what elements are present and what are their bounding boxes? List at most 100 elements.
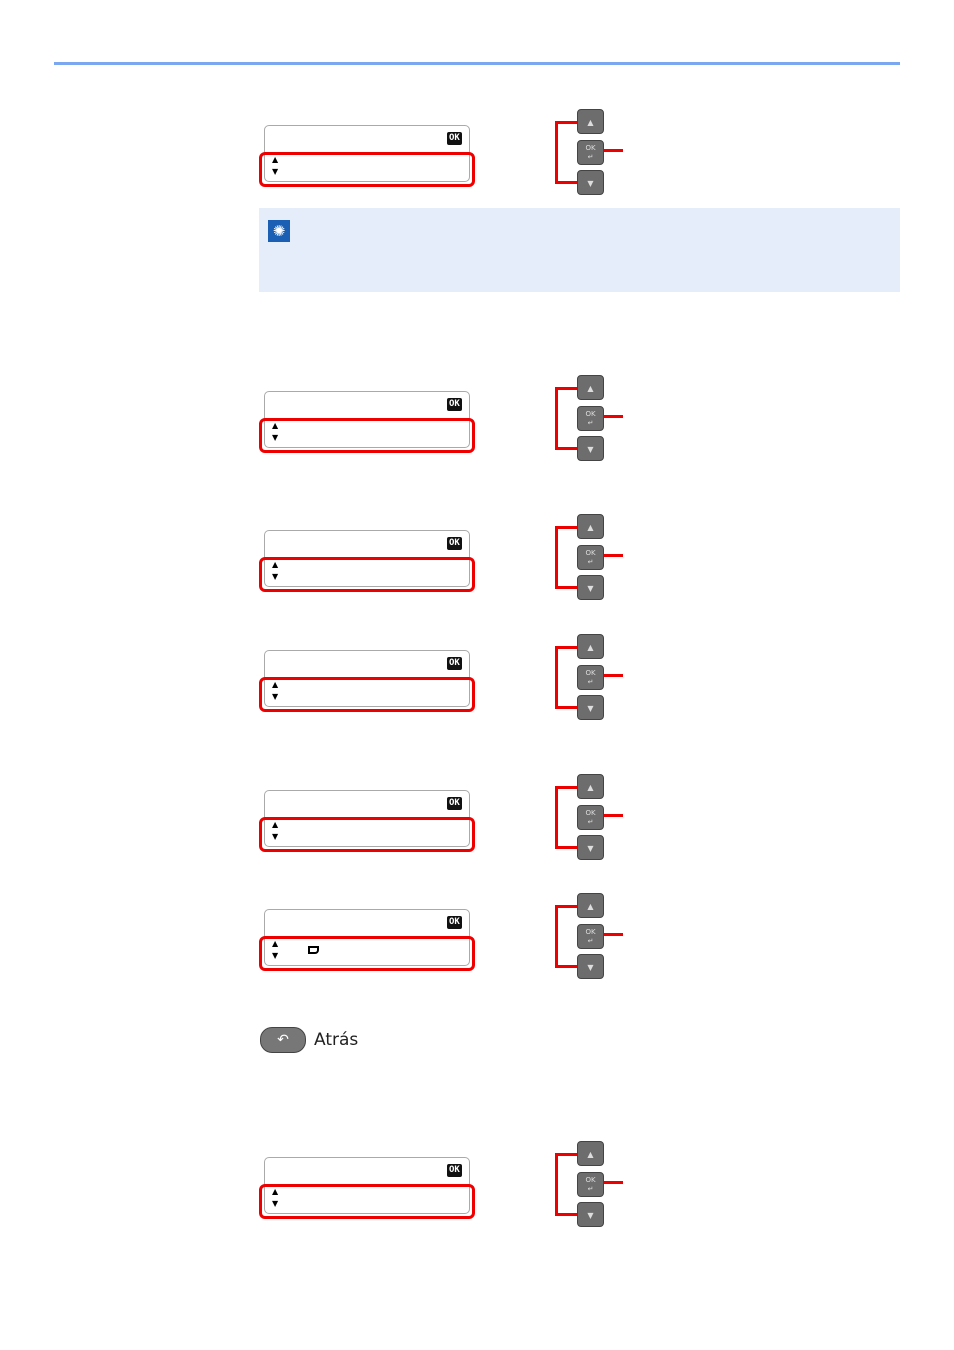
enter-icon: ↵ [587, 419, 594, 427]
ok-key-label: OK [585, 928, 596, 936]
header-rule [54, 62, 900, 65]
up-arrow-icon: ▲ [587, 783, 594, 792]
scroll-up-icon: ▲ [272, 155, 279, 164]
ok-indicator-line [604, 149, 623, 152]
enter-icon: ↵ [587, 153, 594, 161]
ok-indicator-line [604, 415, 623, 418]
bracket-indicator [555, 1153, 577, 1216]
ok-indicator-line [604, 814, 623, 817]
ok-badge: OK [447, 1164, 462, 1177]
back-label: Atrás [314, 1030, 359, 1050]
down-key[interactable]: ▼ [577, 954, 604, 979]
selection-highlight [259, 152, 475, 187]
down-key[interactable]: ▼ [577, 1202, 604, 1227]
ok-key-label: OK [585, 809, 596, 817]
bracket-indicator [555, 905, 577, 968]
ok-indicator-line [604, 554, 623, 557]
step-panel: OK ▲ ▼ ▲ OK↵ ▼ [0, 634, 954, 734]
scroll-down-icon: ▼ [272, 1199, 279, 1208]
ok-badge: OK [447, 797, 462, 810]
step-panel: OK ▲ ▼ ▲ OK↵ ▼ [0, 774, 954, 874]
scroll-down-icon: ▼ [272, 692, 279, 701]
down-arrow-icon: ▼ [587, 1211, 594, 1220]
ok-indicator-line [604, 1181, 623, 1184]
up-arrow-icon: ▲ [587, 1150, 594, 1159]
selection-highlight [259, 1184, 475, 1219]
back-button[interactable]: ↶ [260, 1027, 306, 1053]
scroll-down-icon: ▼ [272, 951, 279, 960]
ok-badge: OK [447, 916, 462, 929]
scroll-up-icon: ▲ [272, 939, 279, 948]
selection-highlight [259, 418, 475, 453]
up-arrow-icon: ▲ [587, 118, 594, 127]
ok-key[interactable]: OK↵ [577, 545, 604, 570]
up-arrow-icon: ▲ [587, 643, 594, 652]
ok-key-label: OK [585, 144, 596, 152]
up-key[interactable]: ▲ [577, 1141, 604, 1166]
ok-badge: OK [447, 657, 462, 670]
ok-key[interactable]: OK↵ [577, 140, 604, 165]
scroll-up-icon: ▲ [272, 820, 279, 829]
lightbulb-note-icon: ✺ [268, 220, 290, 242]
up-key[interactable]: ▲ [577, 514, 604, 539]
enter-icon: ↵ [587, 1185, 594, 1193]
down-key[interactable]: ▼ [577, 835, 604, 860]
bracket-indicator [555, 387, 577, 450]
ok-badge: OK [447, 398, 462, 411]
enter-icon: ↵ [587, 937, 594, 945]
ok-indicator-line [604, 933, 623, 936]
up-key[interactable]: ▲ [577, 774, 604, 799]
down-key[interactable]: ▼ [577, 436, 604, 461]
up-arrow-icon: ▲ [587, 902, 594, 911]
scroll-up-icon: ▲ [272, 421, 279, 430]
up-key[interactable]: ▲ [577, 109, 604, 134]
ok-key-label: OK [585, 549, 596, 557]
up-key[interactable]: ▲ [577, 893, 604, 918]
bracket-indicator [555, 526, 577, 589]
down-key[interactable]: ▼ [577, 695, 604, 720]
up-arrow-icon: ▲ [587, 384, 594, 393]
ok-key-label: OK [585, 1176, 596, 1184]
ok-key-label: OK [585, 410, 596, 418]
ok-key[interactable]: OK↵ [577, 665, 604, 690]
step-panel: OK ▲ ▼ ▲ OK↵ ▼ [0, 375, 954, 475]
selection-highlight [259, 817, 475, 852]
scroll-up-icon: ▲ [272, 680, 279, 689]
scroll-down-icon: ▼ [272, 572, 279, 581]
down-arrow-icon: ▼ [587, 704, 594, 713]
ok-key[interactable]: OK↵ [577, 1172, 604, 1197]
scroll-up-icon: ▲ [272, 1187, 279, 1196]
ok-key[interactable]: OK↵ [577, 924, 604, 949]
back-key-reference: ↶ Atrás [260, 1027, 358, 1053]
down-arrow-icon: ▼ [587, 963, 594, 972]
selection-highlight [259, 557, 475, 592]
down-arrow-icon: ▼ [587, 844, 594, 853]
ok-indicator-line [604, 674, 623, 677]
bracket-indicator [555, 121, 577, 184]
ok-badge: OK [447, 537, 462, 550]
ok-key[interactable]: OK↵ [577, 805, 604, 830]
ok-key-label: OK [585, 669, 596, 677]
selection-highlight [259, 936, 475, 971]
bracket-indicator [555, 646, 577, 709]
note-box: ✺ [259, 208, 900, 292]
enter-icon: ↵ [587, 818, 594, 826]
down-arrow-icon: ▼ [587, 584, 594, 593]
scroll-up-icon: ▲ [272, 560, 279, 569]
up-key[interactable]: ▲ [577, 375, 604, 400]
ok-key[interactable]: OK↵ [577, 406, 604, 431]
up-key[interactable]: ▲ [577, 634, 604, 659]
step-panel: OK ▲ ▼ ▲ OK↵ ▼ [0, 514, 954, 614]
enter-icon: ↵ [587, 678, 594, 686]
bracket-indicator [555, 786, 577, 849]
up-arrow-icon: ▲ [587, 523, 594, 532]
down-arrow-icon: ▼ [587, 179, 594, 188]
step-panel: OK ▲ ▼ ▲ OK↵ ▼ [0, 1141, 954, 1241]
ok-badge: OK [447, 132, 462, 145]
down-key[interactable]: ▼ [577, 575, 604, 600]
scroll-down-icon: ▼ [272, 433, 279, 442]
scroll-down-icon: ▼ [272, 167, 279, 176]
scroll-down-icon: ▼ [272, 832, 279, 841]
down-key[interactable]: ▼ [577, 170, 604, 195]
